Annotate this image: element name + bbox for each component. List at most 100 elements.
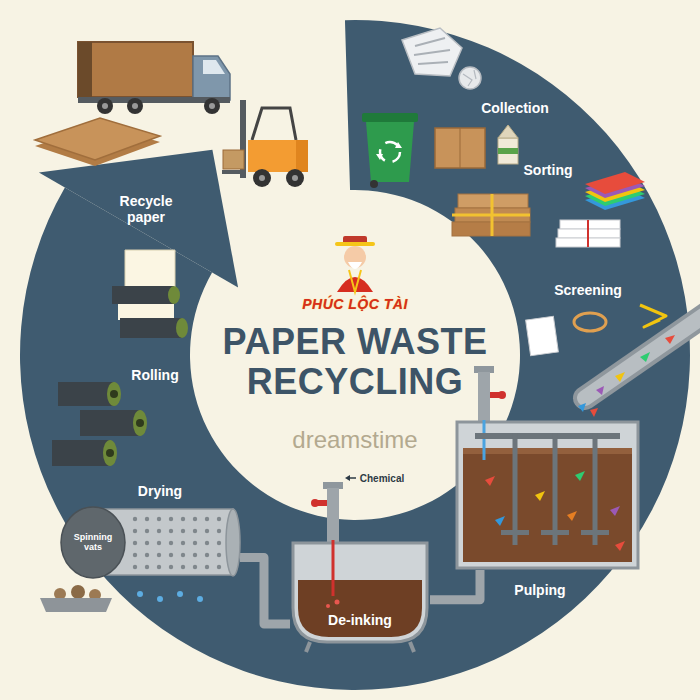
rolling-machine [133,410,147,436]
cardboard-bundle [452,194,530,236]
milk-carton [498,138,518,164]
delivery-truck [97,98,113,114]
conveyor-chute [585,310,700,398]
rolling-machine [120,318,182,338]
forklift [252,108,296,140]
screened-items [526,316,559,356]
rolling-machine [107,382,121,406]
drum-hole [169,565,173,569]
flat-cardboard [435,128,485,168]
recycle-bin [362,113,418,188]
paper-ball [463,70,476,86]
pulp-foam [463,448,632,454]
water-pipe [498,391,506,399]
drum-hole [169,553,173,557]
paper-bundle [560,220,620,229]
drum-hole [157,517,161,521]
forklift [248,140,298,172]
drum-hole [181,529,185,533]
stage-label: Drying [138,483,182,499]
forklift [296,140,308,172]
stirrer-rod [593,433,598,545]
forklift [259,175,265,181]
cardboard-sheet [35,118,160,160]
delivery-truck [203,60,225,74]
drum-hole [133,517,137,521]
deinking-tank: De-inking [290,540,430,645]
drum-hole [181,553,185,557]
label-slot: Rolling [131,367,178,383]
label-slot: Drying [138,483,182,499]
rolling-machine [110,390,118,398]
chemical-pipe [327,488,339,546]
spinning-drum: DryingSpinning vats [55,505,240,580]
drum-hole [217,565,221,569]
water-drops [157,596,163,602]
recycle-bin [362,113,418,122]
stage-label: Pulping [514,582,565,598]
water-pipe [474,366,494,373]
colored-paper [585,172,645,210]
screened-items [574,313,606,331]
milk-carton [498,125,518,164]
drum-hole [157,541,161,545]
drum-hole [133,541,137,545]
chemical-pipe [311,482,343,546]
paper-bit [567,511,577,521]
conveyor-chute [665,335,675,344]
label-slot: Sorting [524,162,573,178]
milk-carton [498,148,518,154]
water-pipe [474,366,506,430]
conveyor-chute [578,310,700,417]
drum-hole [181,517,185,521]
drum-hole [133,565,137,569]
brand-name: PHÚC LỘC TÀI [302,296,408,312]
drum-end [226,509,240,576]
delivery-truck [78,42,193,97]
rolling-machine [106,449,114,457]
pipe-connector [430,570,480,600]
newspaper [402,28,462,76]
rolling-machine [118,304,174,320]
rolling-machine [168,286,180,304]
stirrer-paddle [501,530,529,535]
drum-hole [157,529,161,533]
milk-carton [498,125,518,138]
water-drops [137,591,143,597]
paper-ball [459,67,481,89]
drum-hole [133,553,137,557]
stirrer-bar [475,433,620,439]
drum-label: Spinning vats [65,533,121,553]
paper-bit [535,491,545,501]
delivery-truck [193,56,230,100]
chemical-arrow [345,475,350,481]
paper-bit [495,516,505,526]
paper-bit [610,506,620,516]
brand-mascot [344,246,366,268]
drum-hole [205,553,209,557]
rolling-machine [176,318,188,338]
drum-hole [145,565,149,569]
drum-hole [205,565,209,569]
drum-hole [145,529,149,533]
pulp-tray [71,585,85,599]
paper-bundle [556,220,620,247]
label-slot: Chemical [360,473,404,484]
water-drops [197,596,203,602]
chemical-stream [332,540,335,596]
drum-hole [205,529,209,533]
label-slot: Screening [554,282,622,298]
cycle-band [20,20,690,690]
drum-hole [169,517,173,521]
pulping-tank-shape [455,420,640,570]
water-drops [137,591,203,602]
forklift [223,150,244,169]
label-slot: Pulping [514,582,565,598]
drum-hole [145,541,149,545]
stage-label: Rolling [131,367,178,383]
rolling-machine [112,286,174,304]
chemical-arrow [349,477,356,479]
newspaper [414,50,450,55]
forklift [253,169,271,187]
conveyor-chute [640,352,650,362]
